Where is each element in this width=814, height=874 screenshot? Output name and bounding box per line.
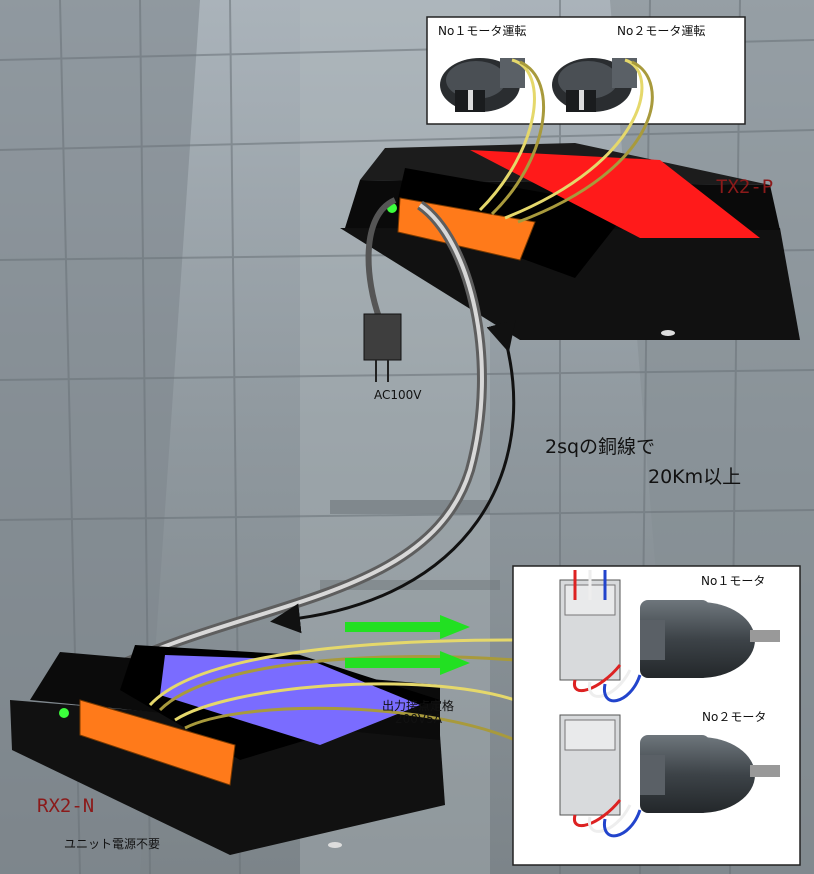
motor2-label: No２モータ xyxy=(702,710,767,724)
selector-switch-1 xyxy=(440,58,525,112)
output-rating-label: 出力接点定格 xyxy=(382,699,455,713)
motor1-label: No１モータ xyxy=(701,574,766,588)
motor-panel xyxy=(512,565,801,866)
tx-face-label xyxy=(470,150,760,238)
signal-arrow-2 xyxy=(345,651,470,675)
no1-motor-run-label: No１モータ運転 xyxy=(438,24,527,38)
motor-1 xyxy=(640,600,780,678)
signal-arrow-1 xyxy=(345,615,470,639)
motor-2 xyxy=(640,735,780,813)
rx2-n-unit xyxy=(10,645,445,855)
contactor-1 xyxy=(559,570,621,681)
rx-power-note: ユニット電源不要 xyxy=(64,837,161,851)
output-rating-value: 200V5A xyxy=(395,712,442,726)
tx-model-label: TX2-P xyxy=(716,176,774,198)
signal-arrows xyxy=(345,615,470,675)
switch-panel xyxy=(426,16,746,125)
no2-motor-run-label: No２モータ運転 xyxy=(617,24,706,38)
switch-wires xyxy=(478,58,654,224)
rx-model-label: RX2-N xyxy=(37,795,95,817)
ac-power-label: AC100V xyxy=(374,388,422,402)
contactor-2 xyxy=(559,714,621,816)
selector-switch-2 xyxy=(552,58,637,112)
distance-arrow xyxy=(270,319,516,634)
rx-power-led xyxy=(59,708,69,718)
cable-note-line2: 20Km以上 xyxy=(648,466,742,488)
rx-terminal-block xyxy=(79,699,236,786)
cable-note-line1: 2sqの銅線で xyxy=(545,436,656,458)
